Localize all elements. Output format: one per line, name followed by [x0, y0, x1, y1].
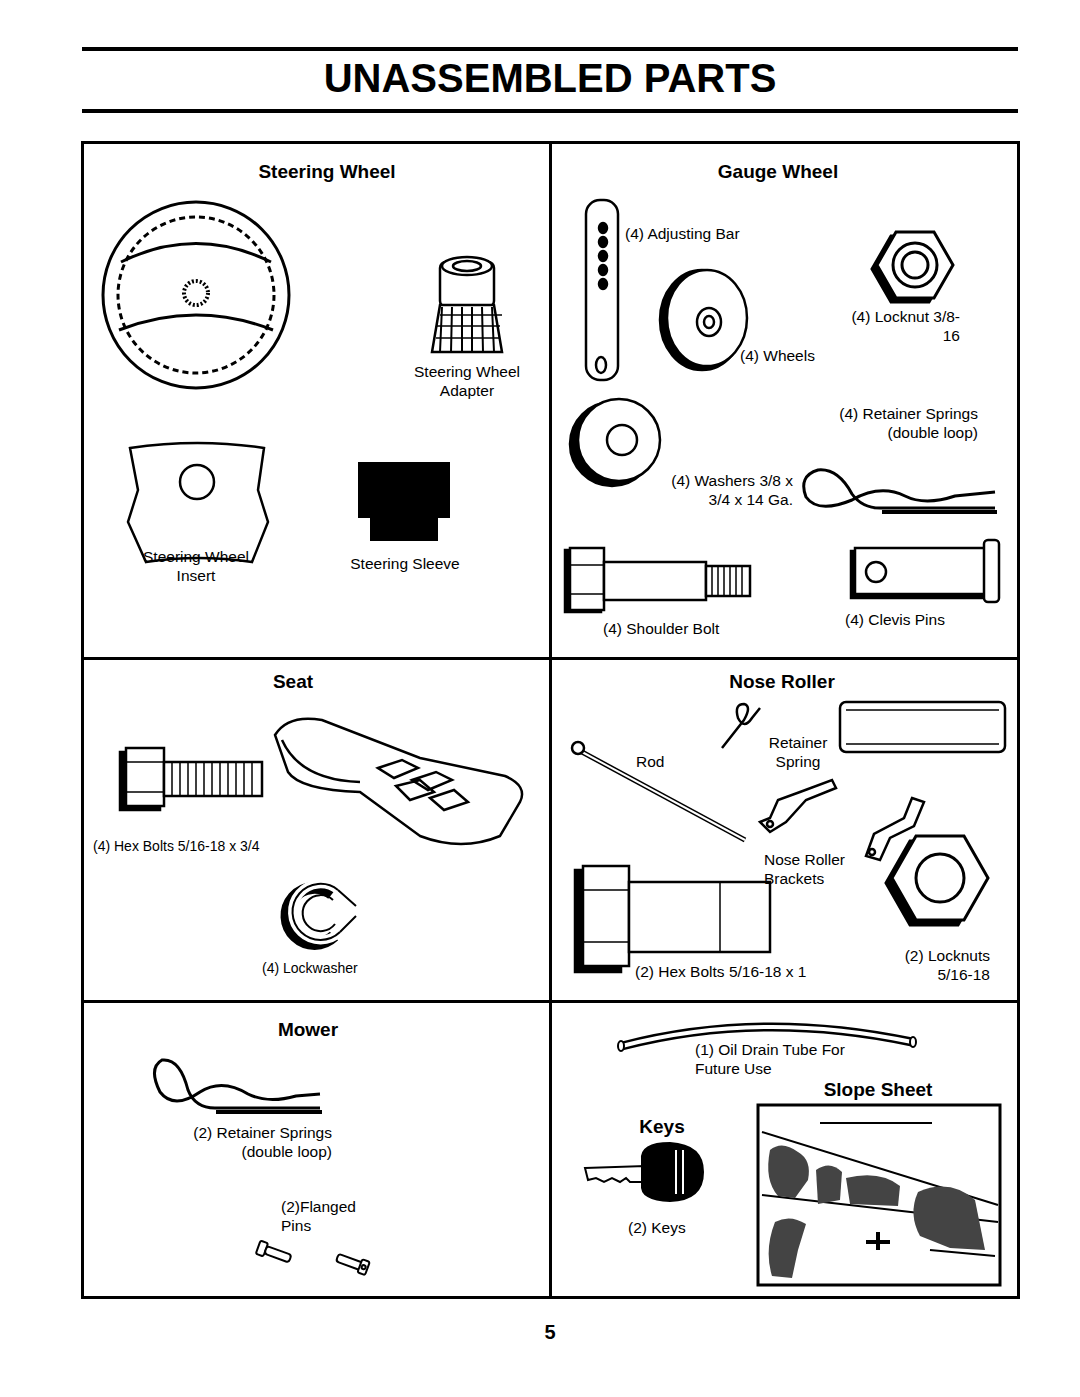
slope-sheet [758, 1105, 1000, 1285]
part-label: (4) Adjusting Bar [625, 225, 785, 244]
part-label: Steering Wheel Insert [126, 548, 266, 585]
parts-panel: Seat [81, 657, 552, 1003]
panel-heading: Gauge Wheel [718, 161, 838, 183]
retainer-spring [804, 470, 997, 512]
page-number: 5 [525, 1320, 575, 1344]
panel-heading: Slope Sheet [824, 1079, 933, 1101]
part-label: (1) Oil Drain Tube For Future Use [695, 1041, 845, 1078]
steering-sleeve [358, 462, 450, 541]
part-label: (2) Retainer Springs (double loop) [152, 1124, 332, 1161]
panel-heading: Keys [639, 1116, 684, 1138]
nose-roller-rod [572, 742, 745, 840]
part-label: (2) Hex Bolts 5/16-18 x 1 [635, 963, 855, 982]
seat [275, 719, 522, 844]
washer [570, 399, 660, 486]
key [585, 1143, 703, 1201]
title-rules [82, 47, 1018, 113]
steering-wheel-insert [128, 443, 268, 562]
shoulder-bolt [565, 548, 750, 612]
parts-panel: Gauge Wheel [549, 141, 1020, 660]
part-label: Retainer Spring [758, 734, 838, 771]
nose-roller-brackets [760, 780, 924, 860]
part-label: (4) Lockwasher [262, 960, 392, 977]
nose-roller-retainer-spring [722, 704, 760, 748]
part-label: (4) Retainer Springs (double loop) [798, 405, 978, 442]
seat-hex-bolt [120, 748, 262, 810]
nose-roller-hex-bolt [575, 866, 770, 972]
parts-panel: Steering Wheel [81, 141, 552, 660]
part-label: (4) Locknut 3/8-16 [850, 308, 960, 345]
locknut [872, 232, 953, 302]
clevis-pin [851, 540, 999, 602]
part-label: Steering Wheel Adapter [397, 363, 537, 400]
part-label: Rod [636, 753, 686, 772]
part-label: (2)Flanged Pins [281, 1198, 373, 1235]
part-label: (4) Clevis Pins [845, 611, 985, 630]
panel-heading: Steering Wheel [258, 161, 395, 183]
part-label: (2) Keys [628, 1219, 718, 1238]
flanged-pins [256, 1241, 370, 1276]
part-label: (4) Washers 3/8 x 3/4 x 14 Ga. [652, 472, 793, 509]
page-title: UNASSEMBLED PARTS [82, 56, 1018, 101]
gauge-wheel [660, 270, 747, 370]
adjusting-bar [586, 200, 618, 380]
part-label: Nose Roller Brackets [764, 851, 869, 888]
steering-wheel [103, 202, 289, 388]
part-label: (2) Locknuts 5/16-18 [885, 947, 990, 984]
steering-wheel-adapter [432, 257, 502, 352]
nose-roller-locknut [886, 836, 988, 925]
panel-heading: Seat [273, 671, 313, 693]
mower-retainer-spring [154, 1060, 322, 1112]
panel-heading: Nose Roller [729, 671, 835, 693]
part-label: (4) Hex Bolts 5/16-18 x 3/4 [93, 838, 323, 855]
part-label: Steering Sleeve [325, 555, 485, 574]
panel-heading: Mower [278, 1019, 338, 1041]
nose-roller [840, 702, 1005, 752]
part-label: (4) Wheels [740, 347, 850, 366]
lockwasher [287, 884, 356, 944]
part-label: (4) Shoulder Bolt [603, 620, 763, 639]
